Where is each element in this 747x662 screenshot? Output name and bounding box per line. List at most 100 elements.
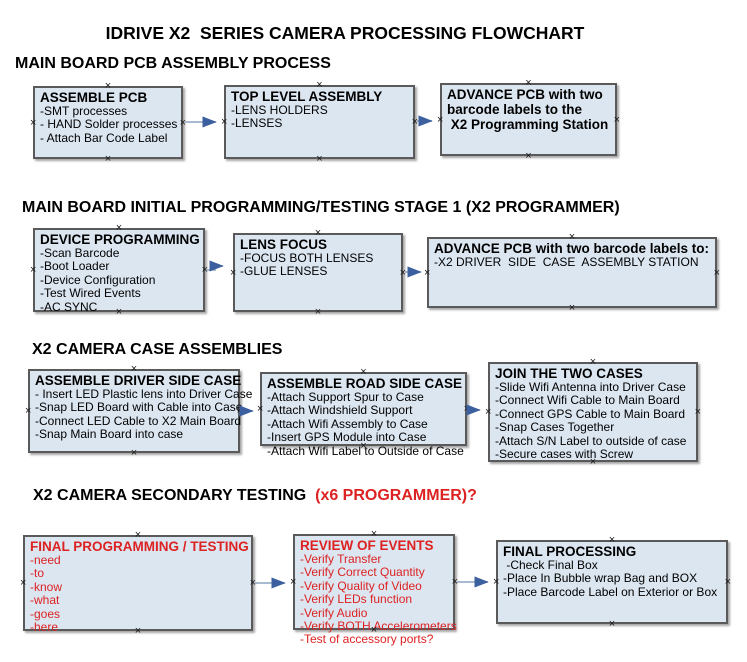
- box-item: -LENSES: [231, 116, 283, 131]
- box-item: -X2 DRIVER SIDE CASE ASSEMBLY STATION: [434, 255, 699, 269]
- box-title: ASSEMBLE PCB: [40, 90, 148, 105]
- box-item: -goes: [30, 606, 61, 621]
- box-device-programming[interactable]: DEVICE PROGRAMMING -Scan Barcode -Boot L…: [30, 223, 208, 318]
- box-title: ADVANCE PCB with two barcode labels to:: [434, 241, 710, 256]
- box-item: -Scan Barcode: [40, 246, 120, 260]
- box-final-processing[interactable]: FINAL PROCESSING -Check Final Box -Place…: [493, 535, 731, 630]
- box-item: - HAND Solder processes: [40, 117, 178, 132]
- box-item: -Verify Quality of Video: [300, 578, 422, 593]
- box-item: -AC SYNC: [40, 299, 98, 314]
- connection-point-marker: ×: [257, 403, 264, 415]
- connection-point-marker: ×: [451, 576, 458, 588]
- box-item: -Verify Correct Quantity: [300, 565, 425, 580]
- box-final-programming-testing[interactable]: FINAL PROGRAMMING / TESTING -need -to -k…: [20, 530, 256, 637]
- section-heading-suffix: (x6 PROGRAMMER)?: [306, 487, 477, 504]
- connection-point-marker: ×: [130, 447, 138, 459]
- section-heading-case-assemblies: X2 CAMERA CASE ASSEMBLIES: [32, 341, 282, 359]
- connection-point-marker: ×: [104, 153, 112, 165]
- connection-point-marker: ×: [201, 264, 208, 276]
- connection-point-marker: ×: [463, 403, 470, 415]
- box-item: -Insert GPS Module into Case: [267, 430, 427, 445]
- section-heading-pcb-assembly: MAIN BOARD PCB ASSEMBLY PROCESS: [15, 55, 331, 73]
- box-item: -Slide Wifi Antenna into Driver Case: [495, 380, 686, 394]
- connection-point-marker: ×: [437, 113, 444, 126]
- box-item: -Attach Support Spur to Case: [267, 390, 424, 404]
- connection-point-marker: ×: [525, 77, 532, 89]
- box-item: - Attach Bar Code Label: [40, 130, 168, 145]
- box-title: FINAL PROGRAMMING / TESTING: [30, 539, 249, 554]
- box-item: -Snap Cases Together: [495, 420, 615, 435]
- box-advance-pcb-to-programming-station[interactable]: ADVANCE PCB with two barcode labels to t…: [437, 78, 620, 162]
- connection-point-marker: ×: [130, 363, 138, 375]
- box-advance-pcb-to-driver-side-case[interactable]: ADVANCE PCB with two barcode labels to: …: [424, 232, 720, 314]
- box-title: ADVANCE PCB with two: [447, 87, 603, 102]
- connection-point-marker: ×: [568, 231, 576, 243]
- connection-point-marker: ×: [249, 577, 256, 589]
- box-item: -Snap LED Board with Cable into Case: [35, 400, 243, 415]
- box-title: FINAL PROCESSING: [503, 544, 637, 559]
- connection-point-marker: ×: [608, 618, 616, 630]
- section-heading-text: MAIN BOARD PCB ASSEMBLY PROCESS: [15, 55, 331, 72]
- box-item: -Snap Main Board into case: [35, 427, 184, 442]
- box-item: -Place In Bubble wrap Bag and BOX: [503, 571, 698, 586]
- box-item: -Test of accessory ports?: [300, 632, 434, 647]
- page-title: IDRIVE X2 SERIES CAMERA PROCESSING FLOWC…: [105, 23, 585, 43]
- box-item: -Attach S/N Label to outside of case: [495, 433, 687, 448]
- connection-point-marker: ×: [724, 576, 731, 588]
- box-assemble-road-side-case[interactable]: ASSEMBLE ROAD SIDE CASE -Attach Support …: [257, 367, 470, 458]
- box-item: -to: [30, 566, 45, 581]
- connection-point-marker: ×: [221, 116, 228, 128]
- box-item: -Place Barcode Label on Exterior or Box: [503, 584, 718, 599]
- box-title: DEVICE PROGRAMMING: [40, 232, 200, 247]
- connection-point-marker: ×: [493, 576, 500, 588]
- box-item: -Verify BOTH Accelerometers: [300, 619, 457, 634]
- box-item: -Secure cases with Screw: [495, 447, 634, 462]
- box-title: ASSEMBLE ROAD SIDE CASE: [267, 376, 463, 391]
- box-item: -LENS HOLDERS: [231, 103, 328, 117]
- box-item: -Attach Wifi Label to Outside of Case: [267, 443, 464, 458]
- box-item: -Verify Transfer: [300, 552, 382, 566]
- box-item: -Attach Wifi Assembly to Case: [267, 416, 428, 431]
- section-heading-secondary-testing: X2 CAMERA SECONDARY TESTING (x6 PROGRAMM…: [33, 487, 477, 505]
- connection-point-marker: ×: [424, 266, 431, 279]
- box-join-the-two-cases[interactable]: JOIN THE TWO CASES -Slide Wifi Antenna i…: [485, 357, 701, 468]
- box-item: -Connect GPS Cable to Main Board: [495, 406, 686, 421]
- connection-point-marker: ×: [179, 116, 186, 129]
- connection-point-marker: ×: [314, 306, 322, 318]
- connection-point-marker: ×: [134, 529, 142, 541]
- connection-point-marker: ×: [25, 405, 32, 417]
- box-assemble-driver-side-case[interactable]: ASSEMBLE DRIVER SIDE CASE - Insert LED P…: [25, 364, 252, 459]
- box-title: REVIEW OF EVENTS: [300, 538, 434, 553]
- connection-point-marker: ×: [608, 534, 616, 546]
- box-title: JOIN THE TWO CASES: [495, 366, 643, 381]
- connector-arrow: [206, 260, 224, 272]
- box-top-level-assembly[interactable]: TOP LEVEL ASSEMBLY -LENS HOLDERS -LENSES…: [221, 80, 418, 165]
- box-item: -Attach Windshield Support: [267, 403, 413, 418]
- section-heading-text: X2 CAMERA CASE ASSEMBLIES: [32, 341, 283, 358]
- connection-point-marker: ×: [485, 406, 492, 418]
- connection-point-marker: ×: [316, 153, 323, 165]
- connection-point-marker: ×: [20, 577, 27, 589]
- box-lens-focus[interactable]: LENS FOCUS -FOCUS BOTH LENSES -GLUE LENS…: [230, 228, 406, 318]
- box-title: X2 Programming Station: [447, 117, 609, 132]
- connection-point-marker: ×: [104, 80, 112, 92]
- box-item: -SMT processes: [40, 104, 128, 118]
- box-item: -Connect Wifi Cable to Main Board: [495, 393, 680, 408]
- connection-point-marker: ×: [370, 528, 378, 540]
- section-heading-text: MAIN BOARD INITIAL PROGRAMMING/TESTING S…: [22, 199, 620, 216]
- connection-point-marker: ×: [525, 150, 532, 162]
- box-assemble-pcb[interactable]: ASSEMBLE PCB -SMT processes - HAND Solde…: [30, 81, 186, 165]
- connection-point-marker: ×: [399, 266, 406, 279]
- box-title: ASSEMBLE DRIVER SIDE CASE: [35, 373, 242, 388]
- box-item: -Verify LEDs function: [300, 592, 413, 607]
- connection-point-marker: ×: [30, 264, 37, 276]
- box-item: -what: [30, 593, 60, 608]
- connection-point-marker: ×: [360, 366, 367, 378]
- box-item: -FOCUS BOTH LENSES: [240, 251, 374, 265]
- connection-point-marker: ×: [115, 222, 123, 234]
- box-item: -Boot Loader: [40, 259, 110, 274]
- box-review-of-events[interactable]: REVIEW OF EVENTS -Verify Transfer -Verif…: [290, 529, 458, 647]
- connection-point-marker: ×: [713, 266, 720, 279]
- connection-point-marker: ×: [290, 576, 297, 588]
